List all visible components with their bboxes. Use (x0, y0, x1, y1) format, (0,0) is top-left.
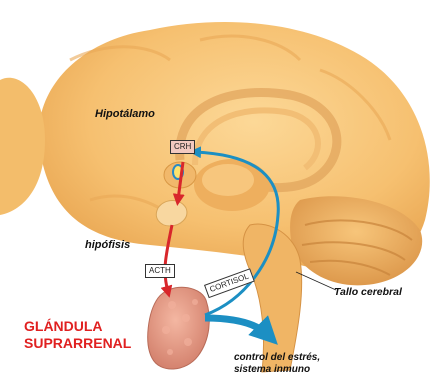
pituitary-label: hipófisis (85, 239, 130, 251)
brainstem-label: Tallo cerebral (334, 286, 402, 298)
hypothalamus-label: Hipotálamo (95, 108, 155, 120)
effect-label-line2: sistema inmuno (234, 364, 394, 376)
pituitary-gland (156, 201, 187, 227)
adrenal-label-line2: SUPRARRENAL (24, 335, 164, 352)
adrenal-label-line1: GLÁNDULA (24, 318, 164, 335)
crh-tag: CRH (170, 140, 195, 154)
effect-arrow (205, 318, 268, 335)
effect-label-line1: control del estrés, (234, 352, 394, 364)
frontal-lobe (0, 78, 45, 215)
acth-tag: ACTH (145, 264, 175, 278)
adrenal-gland-label: GLÁNDULA SUPRARRENAL (24, 318, 164, 352)
effect-label: control del estrés, sistema inmuno (234, 352, 394, 376)
